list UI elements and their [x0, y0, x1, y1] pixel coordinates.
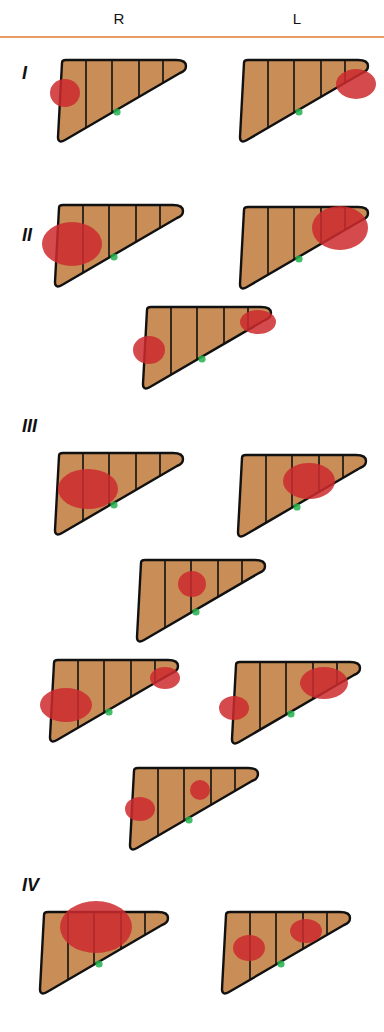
liver-figure [133, 307, 276, 397]
tumor [290, 919, 322, 943]
liver [58, 60, 186, 150]
tumor [58, 469, 118, 509]
liver [55, 453, 183, 543]
tumor [40, 688, 92, 722]
header-rule [0, 36, 384, 38]
liver [222, 912, 350, 1002]
liver-figure [222, 912, 350, 1002]
liver-figure [240, 60, 376, 150]
liver-figure [125, 768, 258, 858]
tumor [125, 797, 155, 821]
tumor [50, 79, 80, 107]
tumor [42, 222, 102, 266]
grade-number: IV [22, 876, 39, 894]
tumor [133, 336, 165, 364]
liver [238, 455, 366, 545]
liver-figure [42, 205, 183, 295]
tumor [178, 571, 206, 597]
tumor [240, 310, 276, 334]
liver-figure [40, 901, 168, 1002]
tumor [300, 667, 348, 699]
tumor [283, 463, 335, 499]
liver [240, 207, 368, 297]
liver-figure [137, 560, 265, 650]
liver-figure [238, 455, 366, 545]
grade-number: II [22, 226, 32, 244]
tumor [190, 780, 210, 800]
side-label: R [114, 11, 125, 26]
grade-number: III [22, 417, 37, 435]
liver-figure [219, 662, 360, 752]
side-label: L [293, 11, 301, 26]
liver [232, 662, 360, 752]
tumor [233, 935, 265, 961]
liver-figure [240, 206, 368, 297]
tumor [150, 667, 180, 689]
liver-figure [50, 60, 186, 150]
liver-figure [40, 660, 180, 750]
tumor [312, 206, 368, 250]
tumor [219, 696, 249, 720]
tumor [60, 901, 132, 953]
tumor [336, 69, 376, 99]
grade-number: I [22, 64, 27, 82]
liver-diagrams [40, 60, 376, 1002]
liver [137, 560, 265, 650]
liver-figure [55, 453, 183, 543]
